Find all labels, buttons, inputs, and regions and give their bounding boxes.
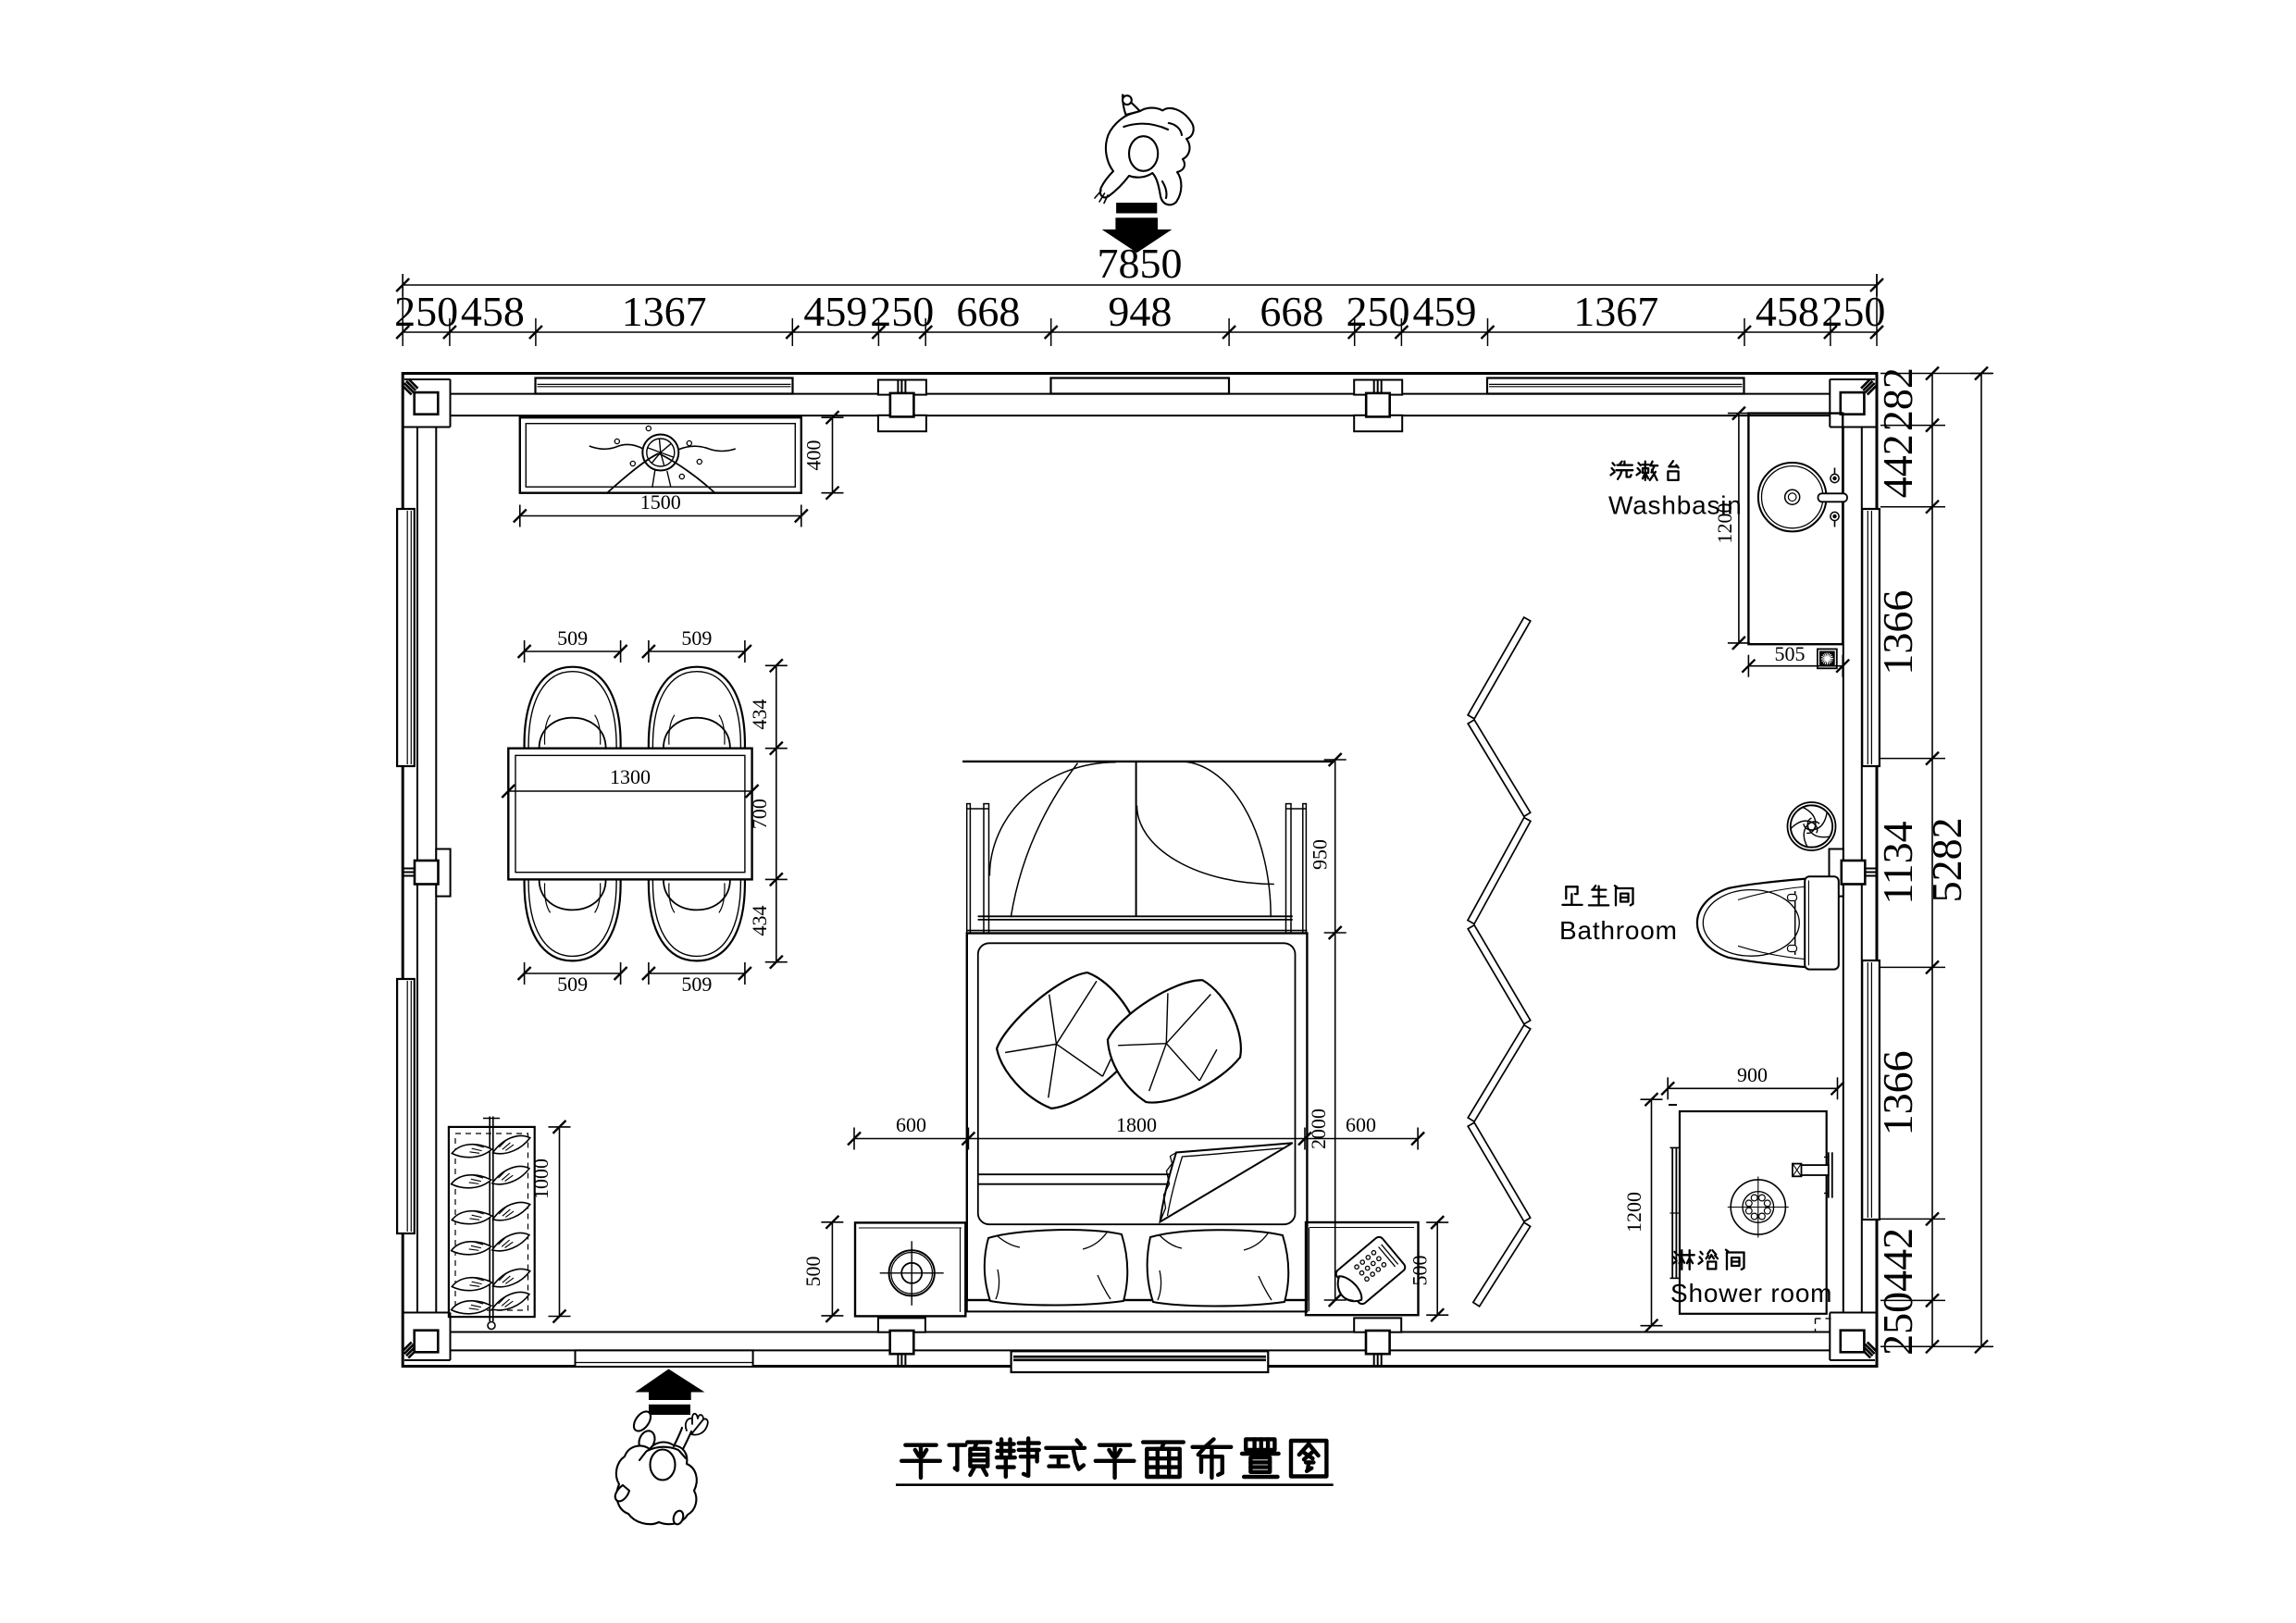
svg-text:250: 250 [394, 288, 458, 335]
svg-text:458: 458 [461, 288, 525, 335]
svg-text:1300: 1300 [610, 765, 651, 788]
svg-text:459: 459 [1413, 288, 1477, 335]
svg-text:442: 442 [1874, 1228, 1921, 1292]
svg-text:1200: 1200 [1713, 503, 1736, 544]
svg-text:459: 459 [803, 288, 867, 335]
svg-text:442: 442 [1874, 434, 1921, 498]
svg-text:505: 505 [1775, 642, 1806, 665]
svg-text:668: 668 [1260, 288, 1323, 335]
svg-text:500: 500 [1409, 1256, 1432, 1286]
svg-text:600: 600 [1346, 1113, 1376, 1136]
svg-text:509: 509 [681, 973, 712, 996]
svg-text:668: 668 [956, 288, 1020, 335]
svg-text:509: 509 [557, 626, 588, 650]
svg-text:1200: 1200 [1622, 1192, 1645, 1233]
svg-text:950: 950 [1309, 839, 1332, 870]
svg-text:Bathroom: Bathroom [1559, 916, 1678, 945]
svg-text:5282: 5282 [1923, 817, 1970, 902]
svg-text:1000: 1000 [529, 1158, 552, 1199]
svg-text:250: 250 [1874, 1292, 1921, 1356]
svg-text:1800: 1800 [1116, 1113, 1157, 1136]
svg-text:250: 250 [1347, 288, 1410, 335]
svg-text:509: 509 [681, 626, 712, 650]
svg-text:900: 900 [1737, 1063, 1768, 1086]
svg-text:1366: 1366 [1874, 1050, 1921, 1135]
svg-text:1134: 1134 [1874, 821, 1921, 904]
svg-text:948: 948 [1108, 288, 1172, 335]
svg-text:2000: 2000 [1307, 1109, 1330, 1149]
svg-text:1367: 1367 [1573, 288, 1658, 335]
svg-text:282: 282 [1874, 367, 1921, 431]
svg-text:434: 434 [748, 700, 771, 730]
svg-text:458: 458 [1756, 288, 1819, 335]
svg-text:700: 700 [748, 799, 771, 829]
svg-text:1366: 1366 [1874, 590, 1921, 675]
svg-text:250: 250 [870, 288, 934, 335]
svg-text:Washbasin: Washbasin [1608, 491, 1743, 520]
svg-text:1500: 1500 [640, 490, 681, 514]
svg-text:600: 600 [896, 1113, 926, 1136]
svg-text:500: 500 [801, 1257, 825, 1287]
svg-text:1367: 1367 [622, 288, 707, 335]
svg-text:250: 250 [1821, 288, 1885, 335]
svg-text:400: 400 [802, 440, 825, 471]
svg-text:Shower room: Shower room [1670, 1279, 1832, 1307]
svg-text:434: 434 [748, 906, 771, 936]
svg-text:509: 509 [557, 973, 588, 996]
